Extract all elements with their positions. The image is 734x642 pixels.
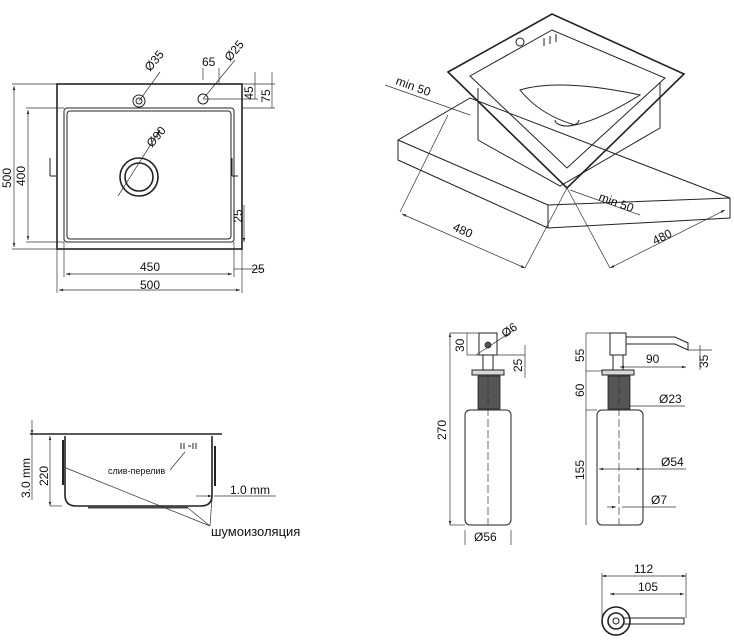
dim-bottle-diameter-54: Ø54 bbox=[661, 455, 684, 469]
insulation-label: шумоизоляция bbox=[211, 524, 300, 539]
dim-75: 75 bbox=[259, 89, 273, 103]
dispenser-side-view: 55 90 35 60 Ø23 155 Ø54 Ø7 bbox=[573, 332, 712, 526]
sink-top-view: 500 400 500 450 25 25 45 75 Ø35 65 Ø25 Ø… bbox=[0, 37, 275, 293]
dim-width-inner: 450 bbox=[140, 260, 160, 274]
dim-bottle-diameter-56: Ø56 bbox=[474, 530, 497, 544]
dim-25-bottom: 25 bbox=[251, 262, 265, 276]
dispenser-spout bbox=[626, 336, 689, 351]
dim-head-30: 30 bbox=[453, 338, 467, 352]
overflow-label: слив-перелив bbox=[108, 466, 165, 476]
dim-width-outer: 500 bbox=[140, 278, 160, 292]
dim-min-50-left: min 50 bbox=[394, 74, 433, 100]
dim-480-right: 480 bbox=[650, 226, 674, 248]
dim-spout-90: 90 bbox=[646, 352, 660, 366]
dim-height-outer: 500 bbox=[0, 168, 14, 188]
drain-outer bbox=[119, 157, 159, 197]
dim-25-right: 25 bbox=[231, 209, 245, 223]
dispenser-front-view: 30 Ø6 25 270 Ø56 bbox=[435, 320, 526, 545]
sink-outer-rim bbox=[56, 83, 243, 250]
dim-thread-diameter: Ø23 bbox=[659, 392, 682, 406]
dim-spout-35: 35 bbox=[697, 354, 711, 368]
sink-rim bbox=[446, 13, 686, 190]
dim-45: 45 bbox=[242, 86, 256, 100]
sink-isometric-view: min 50 min 50 480 480 bbox=[384, 13, 731, 269]
dim-thickness-top: 3.0 mm bbox=[19, 458, 33, 498]
dim-drain-diameter: Ø90 bbox=[144, 123, 170, 150]
dim-thread-60: 60 bbox=[573, 383, 587, 397]
dim-tap-hole-diameter: Ø35 bbox=[142, 47, 168, 74]
dim-depth-220: 220 bbox=[37, 466, 51, 486]
drain-inner bbox=[124, 162, 154, 192]
dim-height-inner: 400 bbox=[14, 166, 28, 186]
sink-bowl bbox=[63, 107, 235, 243]
dim-min-50-right: min 50 bbox=[597, 190, 636, 216]
dim-small-hole-diameter: Ø25 bbox=[222, 37, 248, 64]
dim-offset-65: 65 bbox=[202, 55, 216, 69]
dim-tube-diameter: Ø7 bbox=[651, 493, 667, 507]
dim-total-270: 270 bbox=[435, 420, 449, 440]
dim-length-112: 112 bbox=[634, 562, 653, 576]
dim-480-left: 480 bbox=[451, 220, 475, 241]
tap-hole bbox=[132, 94, 146, 108]
dim-neck-25: 25 bbox=[511, 358, 525, 372]
dim-head-55: 55 bbox=[573, 348, 587, 362]
dispenser-top-spout bbox=[624, 617, 685, 625]
dim-length-105: 105 bbox=[638, 580, 658, 594]
dim-nozzle-diameter: Ø6 bbox=[499, 320, 520, 341]
dim-thickness-wall: 1.0 mm bbox=[230, 483, 270, 497]
sink-section-view: 3.0 mm 220 слив-перелив 1.0 mm шумоизоля… bbox=[19, 420, 300, 539]
dim-bottle-155: 155 bbox=[573, 460, 587, 480]
dispenser-thread bbox=[477, 375, 501, 410]
dispenser-top-view: 112 105 bbox=[601, 562, 687, 636]
countertop bbox=[397, 97, 731, 229]
